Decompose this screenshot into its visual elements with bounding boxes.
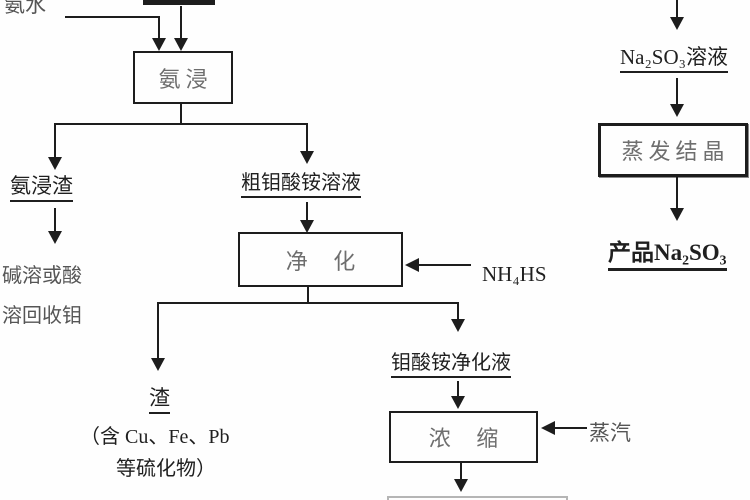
connector-line	[457, 381, 459, 396]
arrow-down-icon	[670, 104, 684, 117]
purified-solution-label: 钼酸铵净化液	[391, 351, 511, 378]
connector-line	[158, 16, 160, 38]
arrow-left-icon	[405, 258, 419, 272]
arrow-down-icon	[152, 38, 166, 51]
connector-line	[676, 177, 678, 208]
steam-label: 蒸汽	[589, 421, 631, 445]
arrow-down-icon	[670, 17, 684, 30]
connector-line	[180, 104, 182, 124]
connector-line	[676, 0, 678, 18]
evaporation-crystallization-box: 蒸发结晶	[598, 123, 748, 177]
slag-note-line2: 等硫化物）	[116, 458, 216, 480]
connector-line	[555, 427, 587, 429]
arrow-down-icon	[174, 38, 188, 51]
connector-line	[65, 16, 160, 18]
connector-line	[676, 78, 678, 104]
connector-line	[180, 6, 182, 38]
next-step-box-partial	[387, 496, 568, 500]
ammonia-leach-residue-label: 氨浸渣	[10, 174, 73, 203]
arrow-down-icon	[451, 319, 465, 332]
purification-box: 净 化	[238, 232, 403, 287]
connector-line	[457, 303, 459, 319]
slag-label: 渣	[149, 386, 170, 415]
arrow-left-icon	[541, 421, 555, 435]
ammonia-leach-box: 氨浸	[133, 51, 233, 104]
crude-solution-label: 粗钼酸铵溶液	[241, 171, 361, 198]
arrow-down-icon	[48, 157, 62, 170]
arrow-down-icon	[670, 208, 684, 221]
connector-line	[460, 463, 462, 480]
connector-line	[157, 303, 159, 358]
arrow-down-icon	[151, 358, 165, 371]
ammonia-water-label: 氨水	[4, 0, 46, 17]
residue-recovery-note: 碱溶或酸 溶回收钼	[2, 256, 82, 336]
na2so3-solution-label: Na₂SO₃溶液	[620, 45, 728, 74]
arrow-down-icon	[300, 151, 314, 164]
product-na2so3-label: 产品Na₂SO₃	[608, 239, 727, 271]
slag-note-line1: （含 Cu、Fe、Pb	[80, 426, 230, 448]
concentration-box: 浓 缩	[389, 411, 538, 463]
residue-recovery-line2: 溶回收钼	[2, 305, 82, 327]
source-box-cutoff	[143, 0, 215, 5]
connector-line	[54, 123, 308, 125]
connector-line	[54, 124, 56, 157]
connector-line	[419, 264, 471, 266]
arrow-down-icon	[48, 231, 62, 244]
arrow-down-icon	[300, 220, 314, 233]
residue-recovery-line1: 碱溶或酸	[2, 265, 82, 287]
connector-line	[54, 208, 56, 232]
arrow-down-icon	[454, 479, 468, 492]
arrow-down-icon	[451, 396, 465, 409]
connector-line	[307, 287, 309, 303]
nh4hs-label: NH₄HS	[482, 262, 547, 286]
connector-line	[306, 202, 308, 221]
connector-line	[306, 124, 308, 151]
connector-line	[157, 302, 459, 304]
